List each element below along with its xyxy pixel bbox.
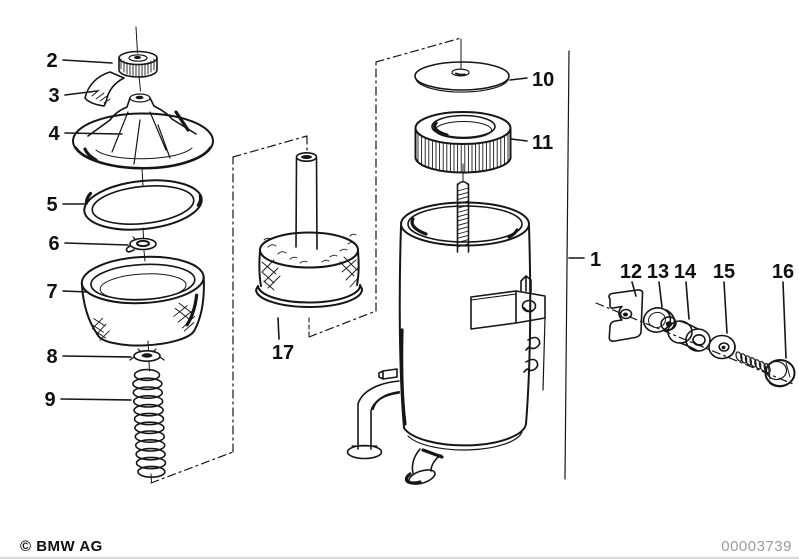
callout-16[interactable]: 16: [772, 261, 794, 283]
part-8-washer-drawing: [129, 348, 165, 362]
part-7-bowl-drawing: [80, 255, 205, 347]
bottom-divider: [0, 557, 799, 559]
assembly-bracket-line: [564, 50, 570, 480]
outlet-stub-drawing: [404, 448, 444, 485]
callout-6[interactable]: 6: [48, 233, 59, 255]
callout-3[interactable]: 3: [48, 85, 59, 107]
callout-13[interactable]: 13: [647, 261, 669, 283]
callout-10[interactable]: 10: [532, 69, 554, 91]
part-12-bracket-clip-drawing: [608, 289, 644, 342]
part-5-oring-drawing: [83, 179, 203, 231]
bmw-copyright-text: © BMW AG: [20, 538, 103, 555]
callout-17[interactable]: 17: [272, 342, 294, 364]
callout-5[interactable]: 5: [46, 194, 57, 216]
hose-clips-drawing: [523, 336, 541, 373]
leader-lines: [60, 59, 787, 401]
callout-2[interactable]: 2: [46, 50, 57, 72]
callout-4[interactable]: 4: [48, 123, 60, 145]
elbow-pipe-drawing: [346, 368, 400, 460]
fastener-axis-line: [595, 302, 794, 385]
callout-14[interactable]: 14: [674, 261, 697, 283]
part-11-filter-ring-drawing: [414, 111, 512, 174]
part-2-cap-drawing: [118, 50, 158, 78]
callout-8[interactable]: 8: [46, 346, 57, 368]
callout-15[interactable]: 15: [713, 261, 735, 283]
part-13-bushing-drawing: [642, 307, 677, 333]
part-9-spring-drawing: [132, 368, 167, 478]
part-14-spacer-drawing: [667, 320, 711, 352]
part-17-filter-drawing: [255, 152, 364, 308]
part-15-washer-drawing: [708, 334, 736, 360]
callout-9[interactable]: 9: [44, 389, 55, 411]
reservoir-body-drawing: [398, 163, 532, 451]
image-number-text: 00003739: [721, 538, 792, 555]
part-4-cover-drawing: [72, 93, 214, 170]
part-10-disc-drawing: [414, 61, 510, 93]
part-6-washer-drawing: [125, 236, 157, 253]
callout-11[interactable]: 11: [532, 132, 553, 154]
callout-labels: 2 3 4 5 6 7 8 9 17 10 11 1 12 13 14 15 1…: [44, 50, 794, 411]
callout-12[interactable]: 12: [620, 261, 642, 283]
reservoir-bracket-drawing: [470, 275, 546, 391]
part-16-bolt-drawing: [764, 359, 796, 388]
callout-1[interactable]: 1: [590, 249, 601, 271]
axis-frame-lines: [150, 37, 794, 484]
part-3-wedge-drawing: [84, 71, 125, 107]
callout-7[interactable]: 7: [46, 281, 57, 303]
